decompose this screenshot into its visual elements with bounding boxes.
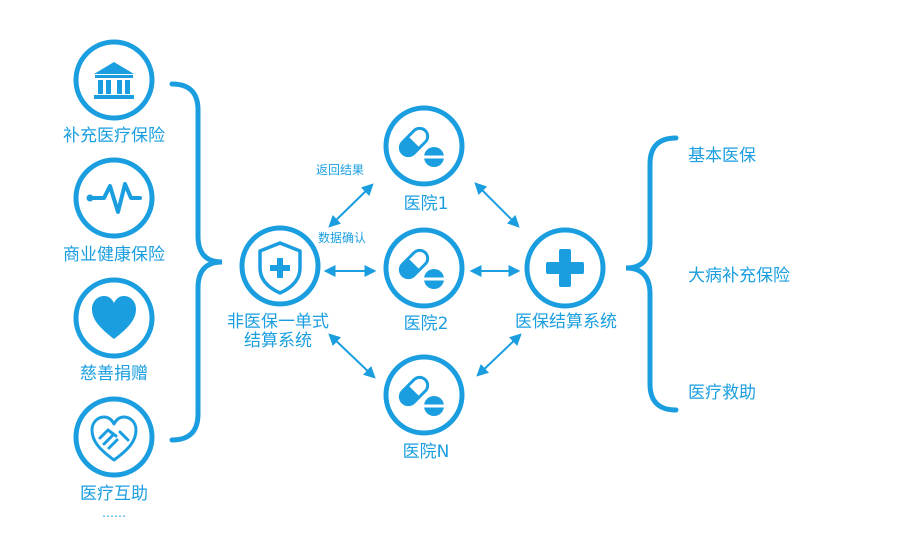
left-brace <box>169 81 223 443</box>
handshake-heart-icon <box>90 415 138 462</box>
right-brace <box>625 135 679 413</box>
pill-capsule-icon <box>398 375 444 416</box>
pill-capsule-icon <box>398 248 444 289</box>
hospital-node-1 <box>383 105 465 187</box>
right-item-3: 医疗救助 <box>688 383 756 403</box>
hospital-label-2: 医院2 <box>403 314 449 334</box>
left-node-3 <box>73 277 155 359</box>
heartbeat-pulse-icon <box>86 182 142 214</box>
left-node-1 <box>73 39 155 121</box>
arrow-hospitaln-righthub <box>476 333 522 377</box>
hospital-node-n <box>383 354 465 436</box>
return-result-label: 返回结果 <box>316 163 365 177</box>
heart-icon <box>92 296 136 339</box>
hospital-label-n: 医院N <box>402 442 450 462</box>
left-label-1: 补充医疗保险 <box>63 126 165 146</box>
hub-node <box>239 225 321 307</box>
left-node-4 <box>73 396 155 478</box>
right-hub-label: 医保结算系统 <box>515 312 617 332</box>
pill-capsule-icon <box>398 126 444 167</box>
hub-label-line1: 非医保一单式 <box>227 312 329 332</box>
left-label-4: 医疗互助 <box>80 484 148 504</box>
right-item-1: 基本医保 <box>688 146 756 166</box>
data-confirm-label: 数据确认 <box>318 231 367 245</box>
left-node-2 <box>73 157 155 239</box>
left-label-3: 慈善捐赠 <box>80 364 148 384</box>
left-label-2: 商业健康保险 <box>63 245 165 265</box>
hospital-label-1: 医院1 <box>403 194 449 214</box>
bank-building-icon <box>94 62 134 99</box>
left-ellipsis: …… <box>102 506 126 520</box>
arrow-hospital1-righthub <box>474 182 520 228</box>
arrow-hub-hospitaln <box>328 333 376 379</box>
right-hub-node <box>524 227 606 309</box>
hub-label-line2: 结算系统 <box>244 331 312 351</box>
shield-plus-icon <box>258 241 302 295</box>
medical-cross-icon <box>546 249 584 287</box>
right-item-2: 大病补充保险 <box>688 266 790 286</box>
arrow-hub-hospital1 <box>328 183 374 228</box>
hospital-node-2 <box>383 227 465 309</box>
